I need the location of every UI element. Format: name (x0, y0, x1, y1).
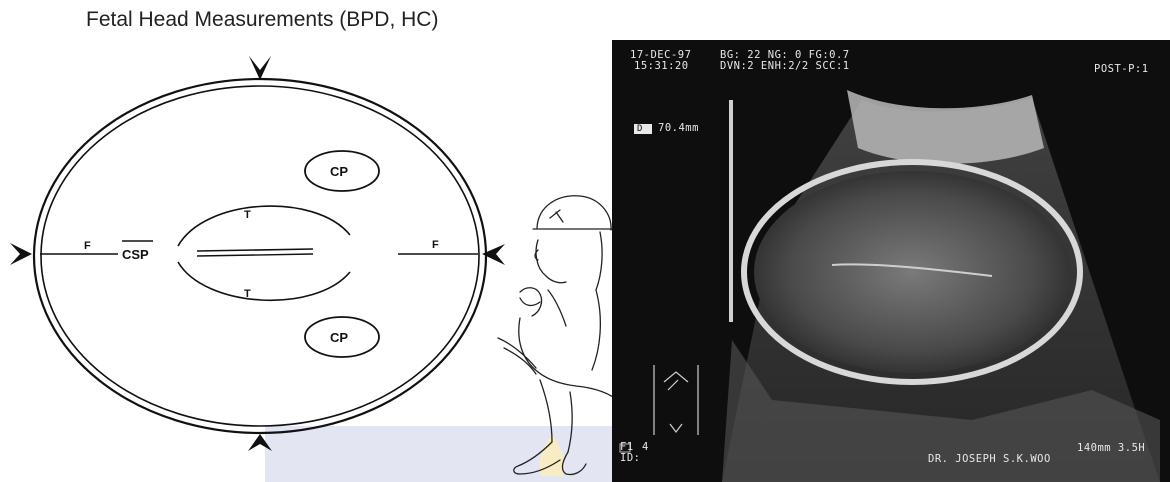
id-label: ID: (620, 453, 640, 464)
csp-label: CSP (122, 247, 149, 262)
measurement-marker: D (637, 124, 643, 135)
fetal-head-interior (754, 171, 1070, 373)
top-caliper-arrow-icon (249, 56, 271, 80)
ultrasound-scan (612, 40, 1170, 482)
transducer-band (847, 90, 1044, 164)
falx-label-right: F (432, 239, 439, 251)
depth-scale-bar (729, 100, 733, 322)
post-processing-label: POST-P:1 (1094, 64, 1149, 75)
scan-params-line2: DVN:2 ENH:2/2 SCC:1 (720, 61, 850, 72)
skull-inner-outline (41, 86, 479, 426)
fetus-sketch (498, 196, 620, 475)
thalamus-bottom-arc (178, 262, 350, 300)
frame-value: 4 (642, 442, 649, 453)
doctor-name: DR. JOSEPH S.K.WOO (928, 454, 1051, 465)
depth-readout: 140mm 3.5H (1077, 443, 1145, 454)
third-ventricle-line (197, 254, 313, 256)
choroid-plexus-label-bottom: CP (330, 330, 348, 345)
choroid-plexus-label-top: CP (330, 164, 348, 179)
falx-label-left: F (84, 240, 91, 252)
head-diagram: F F CSP T T CP CP (0, 40, 620, 482)
ultrasound-image: 17-DEC-97 15:31:20 BG: 22 NG: 0 FG:0.7 D… (612, 40, 1170, 482)
third-ventricle-line (197, 249, 313, 251)
figure-title: Fetal Head Measurements (BPD, HC) (86, 8, 438, 32)
scan-time: 15:31:20 (634, 61, 689, 72)
thalamus-label-bottom: T (244, 288, 251, 300)
probe-orientation-icon (654, 365, 698, 435)
left-caliper-arrow-icon (10, 243, 32, 265)
thalamus-label-top: T (244, 209, 251, 221)
bottom-caliper-arrow-icon (248, 434, 272, 451)
skull-outer-outline (34, 79, 486, 433)
thalamus-top-arc (178, 206, 350, 246)
measurement-value: 70.4mm (658, 123, 699, 134)
